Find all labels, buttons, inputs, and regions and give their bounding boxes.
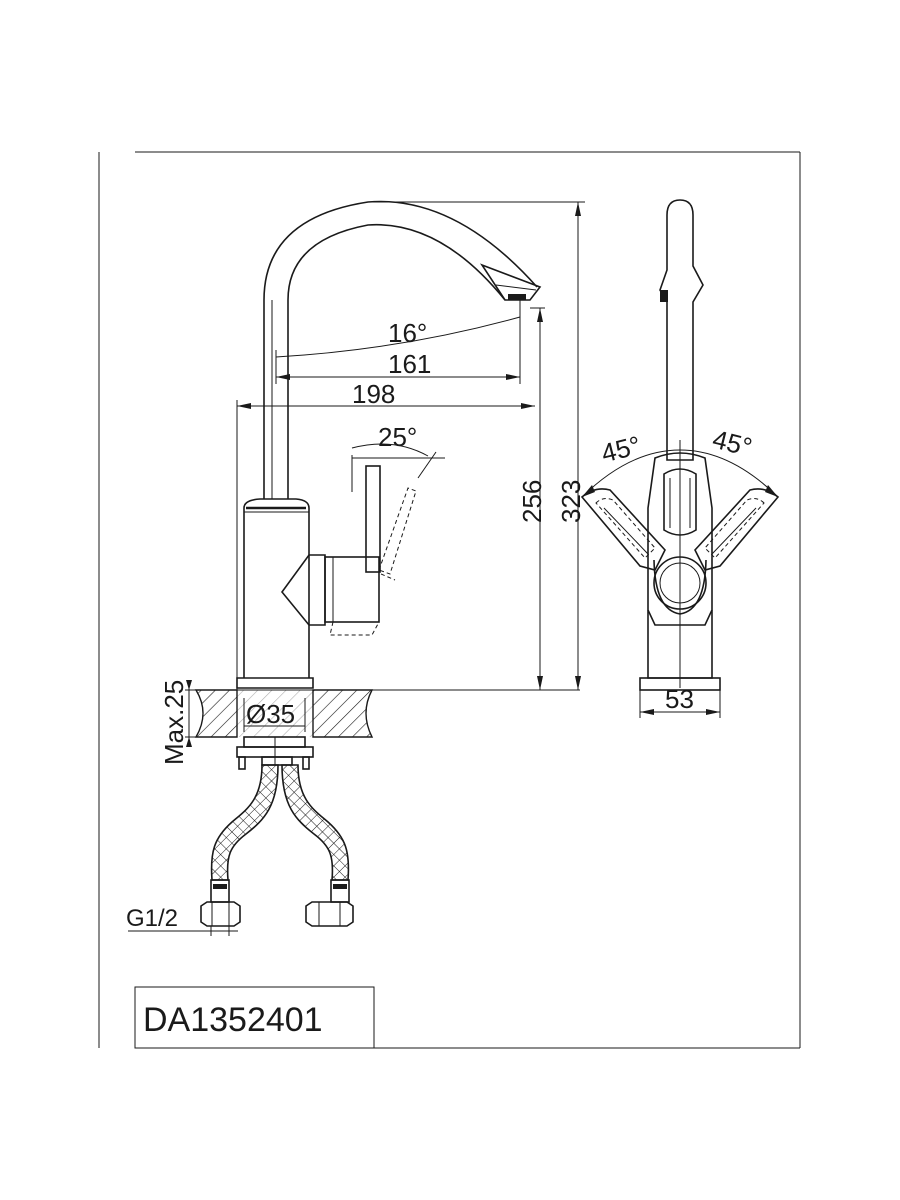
title-block: DA1352401 bbox=[134, 986, 375, 1049]
flexible-hoses bbox=[210, 764, 350, 903]
faucet-body bbox=[236, 498, 314, 691]
spout-reach-dimension: 161 bbox=[275, 300, 521, 384]
front-view: 25° 16° 161 198 bbox=[126, 200, 586, 936]
side-spout bbox=[659, 199, 704, 688]
thread-dimension: G1/2 bbox=[126, 905, 238, 936]
handle-angle-dimension: 25° bbox=[351, 422, 445, 492]
side-view: 45° 45° 53 bbox=[580, 199, 780, 718]
base-width-dimension: 53 bbox=[639, 684, 721, 718]
total-reach-label: 198 bbox=[352, 379, 395, 409]
spout-angle-dimension: 16° bbox=[275, 316, 521, 358]
right-handle bbox=[694, 488, 780, 571]
base-width-label: 53 bbox=[665, 684, 694, 714]
side-body bbox=[639, 452, 721, 691]
thread-label: G1/2 bbox=[126, 905, 178, 932]
handle-angle-label: 25° bbox=[378, 422, 417, 452]
mounting-hole-label: Ø35 bbox=[246, 699, 295, 729]
model-code: DA1352401 bbox=[143, 1001, 323, 1039]
total-reach-dimension: 198 bbox=[236, 379, 535, 690]
spout-reach-label: 161 bbox=[388, 349, 431, 379]
mounting-hole-dimension: Ø35 bbox=[243, 698, 306, 732]
side-handle-base bbox=[653, 556, 707, 615]
height-outlet-dimension: 256 bbox=[517, 307, 547, 690]
hose-nuts bbox=[200, 901, 354, 927]
left-handle bbox=[580, 488, 666, 571]
total-height-label: 323 bbox=[556, 480, 586, 523]
handle bbox=[280, 465, 417, 636]
height-outlet-label: 256 bbox=[517, 480, 547, 523]
spout-angle-label: 16° bbox=[388, 318, 427, 348]
counter-thickness-label: Max.25 bbox=[159, 680, 189, 765]
counter-thickness-dimension: Max.25 bbox=[159, 680, 196, 765]
left-rotation-label: 45° bbox=[598, 430, 643, 469]
total-height-dimension: 323 bbox=[368, 201, 586, 690]
drawing-frame bbox=[98, 151, 801, 1049]
mounting-nut bbox=[236, 736, 314, 770]
